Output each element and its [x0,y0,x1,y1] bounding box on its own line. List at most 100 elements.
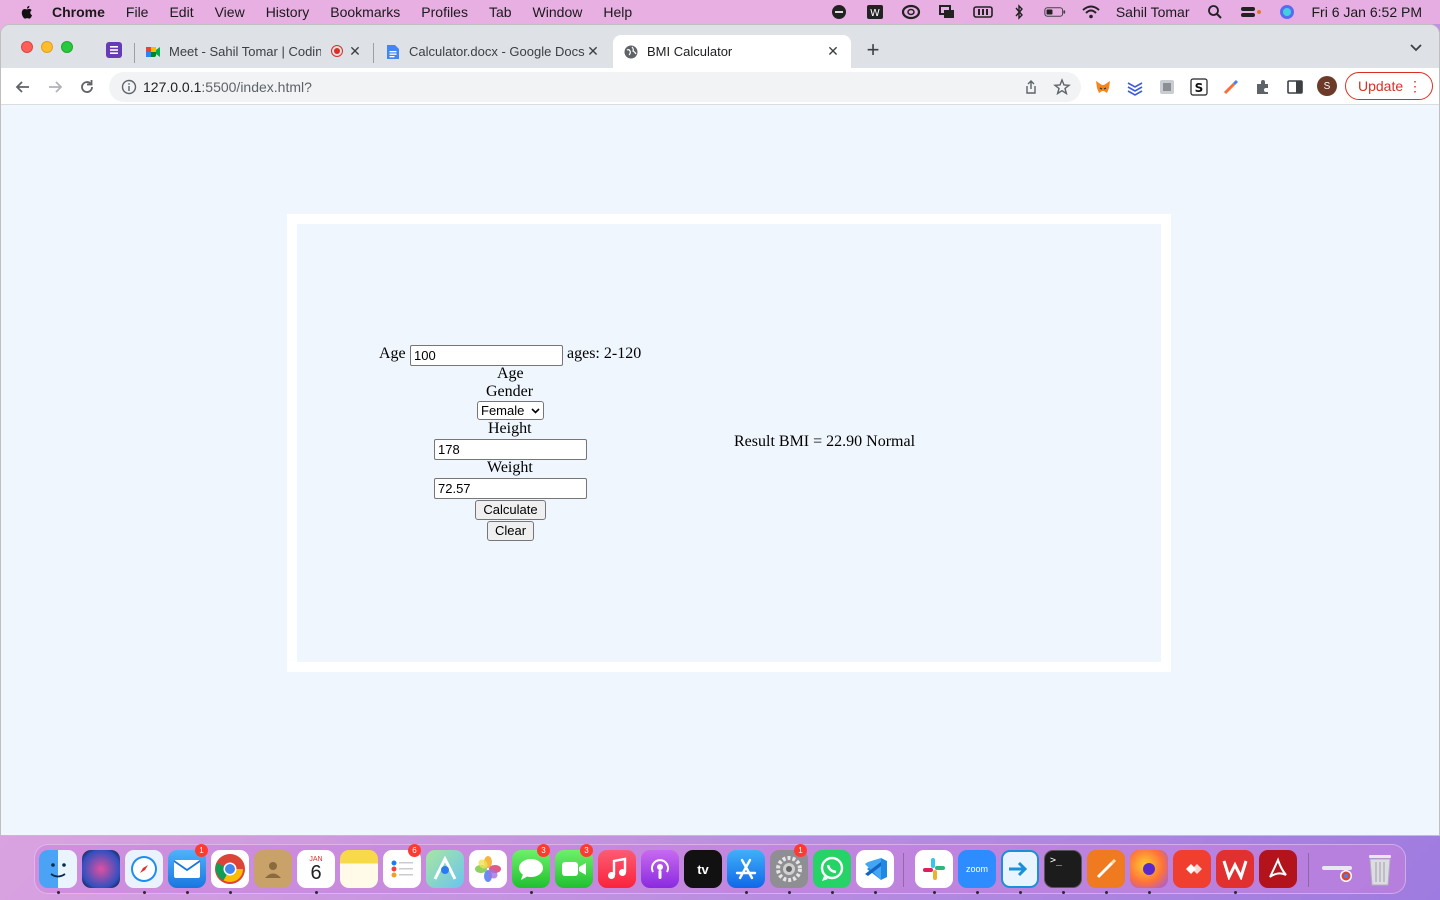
forward-button[interactable] [45,77,65,97]
new-tab-button[interactable]: + [866,37,880,62]
tab-title: BMI Calculator [647,44,733,59]
wps-office-icon[interactable] [1216,850,1254,888]
menu-bookmarks[interactable]: Bookmarks [330,4,401,20]
menu-profiles[interactable]: Profiles [421,4,468,20]
back-button[interactable] [13,77,33,97]
menu-tab[interactable]: Tab [488,4,512,20]
downloads-stack-icon[interactable] [1319,850,1357,888]
tab-strip: Meet - Sahil Tomar | Coding ✕ Calculator… [1,25,1439,68]
update-button[interactable]: Update ⋮ [1345,72,1433,100]
menu-window[interactable]: Window [532,4,583,20]
google-docs-icon [385,44,401,60]
arrow-left-icon [15,81,29,93]
menu-view[interactable]: View [214,4,245,20]
color-picker-extension-icon[interactable] [1221,77,1241,97]
system-settings-icon[interactable] [770,850,808,888]
menu-file[interactable]: File [125,4,149,20]
svg-text:W: W [870,8,880,19]
age-input[interactable]: 100 [410,345,563,366]
music-icon[interactable] [598,850,636,888]
mail-badge: 1 [195,844,208,857]
control-center-icon[interactable] [1240,4,1262,20]
bookmark-star-icon[interactable] [1053,78,1071,96]
dock-running-indicator [1234,891,1237,894]
maps-icon[interactable] [426,850,464,888]
bluetooth-icon[interactable] [1008,4,1030,20]
image-extension-icon[interactable] [1157,77,1177,97]
side-panel-icon[interactable] [1285,77,1305,97]
profile-avatar[interactable]: S [1317,76,1337,96]
tab-bmi-calculator[interactable]: BMI Calculator ✕ [613,35,851,68]
tab-separator [373,43,374,63]
window-minimize-button[interactable] [41,41,53,53]
battery-icon[interactable] [1044,4,1066,20]
share-icon[interactable] [1023,79,1039,95]
menu-app-name[interactable]: Chrome [52,4,105,20]
window-zoom-button[interactable] [61,41,73,53]
creative-cloud-icon[interactable] [900,4,922,20]
word-icon[interactable]: W [864,4,886,20]
safari-icon[interactable] [125,850,163,888]
menu-help[interactable]: Help [603,4,633,20]
siri-icon[interactable] [1276,4,1298,20]
address-bar[interactable]: 127.0.0.1:5500/index.html? [109,72,1081,102]
menu-edit[interactable]: Edit [169,4,194,20]
chrome-window: Meet - Sahil Tomar | Coding ✕ Calculator… [0,24,1440,836]
memory-icon[interactable] [972,4,994,20]
more-menu-icon: ⋮ [1408,78,1422,94]
tab-meet[interactable]: Meet - Sahil Tomar | Coding ✕ [145,35,373,68]
menubar-user-name[interactable]: Sahil Tomar [1115,4,1190,20]
height-input[interactable]: 178 [434,439,587,460]
weight-input[interactable]: 72.57 [434,478,587,499]
screen-share-icon[interactable] [1001,850,1039,888]
browser-toolbar: 127.0.0.1:5500/index.html? S S Update ⋮ [1,68,1439,105]
menu-history[interactable]: History [265,4,310,20]
tab-close-icon[interactable]: ✕ [587,42,599,59]
dock-running-indicator [788,891,791,894]
calendar-icon[interactable]: JAN 6 [297,850,335,888]
app-store-icon[interactable] [727,850,765,888]
tab-title: Meet - Sahil Tomar | Coding [169,44,321,59]
firefox-icon[interactable] [1130,850,1168,888]
podcasts-icon[interactable] [641,850,679,888]
site-info-icon[interactable] [121,79,137,95]
clear-button[interactable]: Clear [487,521,534,541]
tab-close-icon[interactable]: ✕ [827,42,839,59]
window-close-button[interactable] [21,41,33,53]
chrome-icon[interactable] [211,850,249,888]
extensions-puzzle-icon[interactable] [1253,77,1273,97]
finder-icon[interactable] [39,850,77,888]
tab-google-docs[interactable]: Calculator.docx - Google Docs ✕ [385,35,611,68]
facetime-badge: 3 [580,844,593,857]
siri-app-icon[interactable] [82,850,120,888]
terminal-icon[interactable]: >_ [1044,850,1082,888]
metamask-extension-icon[interactable] [1093,77,1113,97]
trash-icon[interactable] [1361,850,1399,888]
notes-icon[interactable] [340,850,378,888]
pinned-tab-forms-icon[interactable] [105,41,123,59]
wifi-icon[interactable] [1080,4,1102,20]
whatsapp-icon[interactable] [813,850,851,888]
screen-record-icon[interactable] [828,4,850,20]
slack-icon[interactable] [915,850,953,888]
acrobat-icon[interactable] [1259,850,1297,888]
anydesk-icon[interactable] [1173,850,1211,888]
menubar-clock[interactable]: Fri 6 Jan 6:52 PM [1311,4,1423,20]
zoom-icon[interactable]: zoom [958,850,996,888]
layers-extension-icon[interactable] [1125,77,1145,97]
photos-icon[interactable] [469,850,507,888]
s-extension-icon[interactable]: S [1189,77,1209,97]
vscode-icon[interactable] [856,850,894,888]
apple-logo-icon[interactable] [18,3,36,21]
pencil-app-icon[interactable] [1087,850,1125,888]
reload-button[interactable] [77,77,97,97]
contacts-icon[interactable] [254,850,292,888]
url-text[interactable]: 127.0.0.1:5500/index.html? [143,79,312,95]
tab-close-icon[interactable]: ✕ [349,42,361,59]
spotlight-search-icon[interactable] [1204,4,1226,20]
gender-select[interactable]: Female [477,401,544,420]
tab-search-chevron-icon[interactable] [1409,43,1423,53]
apple-tv-icon[interactable]: tv [684,850,722,888]
screens-icon[interactable] [936,4,958,20]
calculate-button[interactable]: Calculate [475,500,546,520]
